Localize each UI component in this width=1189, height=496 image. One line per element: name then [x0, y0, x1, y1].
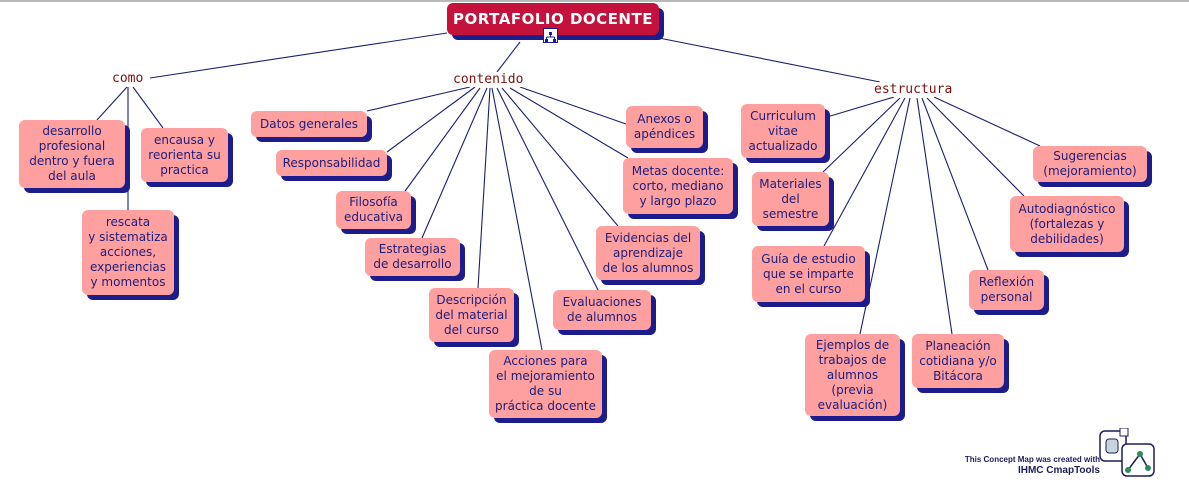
link-contenido-descripcion — [477, 87, 491, 289]
concept-evidencias[interactable]: Evidencias del aprendizaje de los alumno… — [596, 226, 700, 280]
concept-responsabilidad[interactable]: Responsabilidad — [276, 150, 387, 176]
concept-filosofia[interactable]: Filosofía educativa — [336, 191, 411, 229]
concept-estrategias[interactable]: Estrategias de desarrollo — [365, 238, 460, 276]
link-estructura-reflexion — [921, 97, 989, 271]
concept-materiales[interactable]: Materiales del semestre — [752, 172, 829, 226]
link-contenido-anexos — [519, 86, 627, 125]
concept-desarrollo-profesional[interactable]: desarrollo profesional dentro y fuera de… — [19, 120, 125, 188]
link-estructura-materiales — [822, 97, 901, 173]
link-contenido-datos — [366, 86, 471, 112]
credit-line-2: IHMC CmapTools — [1017, 465, 1100, 476]
link-contenido-evaluaciones — [496, 87, 599, 291]
concept-rescata[interactable]: rescata y sistematiza acciones, experien… — [82, 210, 174, 295]
concept-encausa[interactable]: encausa y reorienta su practica — [141, 128, 228, 182]
concept-anexos[interactable]: Anexos o apéndices — [626, 106, 703, 148]
submap-icon[interactable] — [543, 28, 558, 43]
concept-guia[interactable]: Guía de estudio que se imparte en el cur… — [752, 246, 865, 302]
link-estructura-curriculum — [826, 96, 895, 118]
link-root-contenido — [496, 41, 521, 73]
concept-descripcion[interactable]: Descripción del material del curso — [429, 288, 514, 342]
concept-evaluaciones[interactable]: Evaluaciones de alumnos — [553, 290, 651, 330]
link-estructura-sugerencias — [933, 96, 1041, 147]
link-contenido-filosofia — [399, 87, 481, 199]
linking-phrase-como[interactable]: como — [110, 71, 146, 86]
link-estructura-autodiagnostico — [926, 97, 1025, 197]
link-contenido-acciones — [491, 87, 543, 351]
concept-ejemplos[interactable]: Ejemplos de trabajos de alumnos (previa … — [805, 334, 900, 416]
concept-autodiagnostico[interactable]: Autodiagnóstico (fortalezas y debilidade… — [1010, 196, 1124, 252]
concept-datos-generales[interactable]: Datos generales — [251, 111, 367, 137]
link-como-desarrollo — [96, 86, 128, 121]
link-contenido-responsabilidad — [386, 86, 476, 153]
link-contenido-estrategias — [421, 87, 488, 239]
cmap-credit: This Concept Map was created with IHMC C… — [930, 455, 1100, 477]
link-estructura-ejemplos — [859, 97, 911, 335]
top-border — [0, 0, 1189, 2]
concept-reflexion[interactable]: Reflexión personal — [969, 270, 1044, 310]
concept-acciones[interactable]: Acciones para el mejoramiento de su prác… — [489, 350, 602, 418]
link-contenido-metas — [509, 87, 629, 159]
concept-planeacion[interactable]: Planeación cotidiana y/o Bitácora — [912, 334, 1004, 388]
concept-curriculum[interactable]: Curriculum vitae actualizado — [741, 104, 825, 158]
link-contenido-evidencias — [501, 87, 619, 227]
linking-phrase-contenido[interactable]: contenido — [451, 72, 526, 87]
link-estructura-guia — [823, 97, 906, 247]
credit-line-1: This Concept Map was created with — [964, 455, 1100, 464]
concept-metas[interactable]: Metas docente: corto, mediano y largo pl… — [623, 158, 733, 214]
link-root-como — [149, 32, 448, 79]
link-estructura-planeacion — [916, 97, 953, 335]
link-root-estructura — [658, 37, 881, 83]
concept-sugerencias[interactable]: Sugerencias (mejoramiento) — [1033, 146, 1147, 182]
link-como-encausa — [132, 86, 164, 129]
cmaptools-logo-icon — [1099, 428, 1155, 477]
linking-phrase-estructura[interactable]: estructura — [872, 82, 955, 97]
